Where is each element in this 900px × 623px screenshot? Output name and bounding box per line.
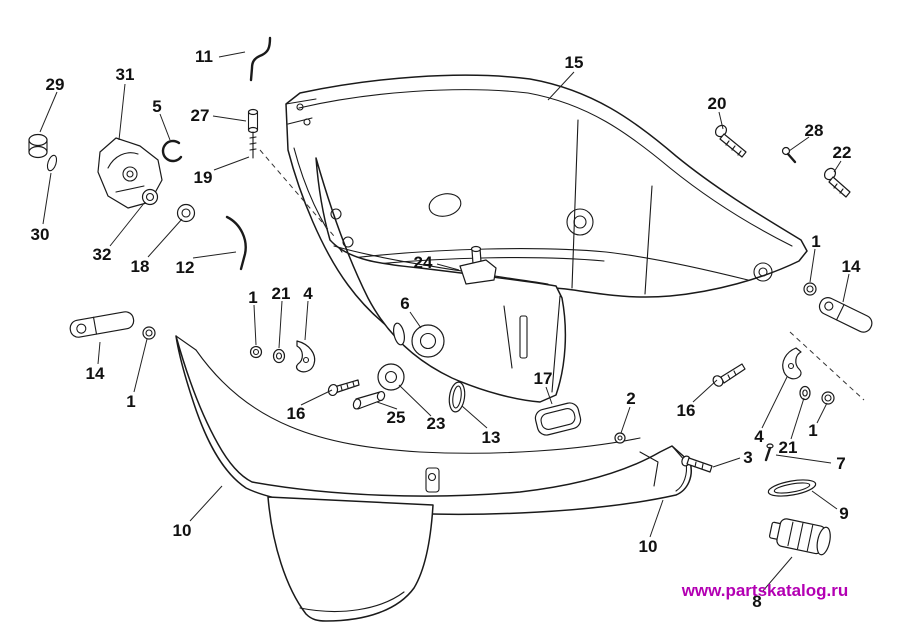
part-lower-fin [267,496,434,622]
callout-label: 3 [743,448,752,467]
callout-label: 25 [387,408,406,427]
callout-label: 10 [173,521,192,540]
part-14-handle-right [818,297,873,333]
callout-label: 30 [31,225,50,244]
part-23-washer [377,363,405,391]
part-1-nut-c [821,391,835,405]
part-4-clip-a [295,340,316,373]
callout-label: 1 [126,392,135,411]
part-20-screw [714,124,747,158]
part-1-nut-a [249,345,263,359]
part-inner-cover-half [315,157,567,403]
callout-label: 29 [46,75,65,94]
callout-label: 28 [805,121,824,140]
part-16-screw-b [712,363,746,387]
part-8-connector [768,518,831,556]
part-30-seal [46,154,58,172]
part-4-clip-b [782,347,802,380]
callout-label: 13 [482,428,501,447]
part-1-nut-d [142,326,156,340]
part-3-screw [681,455,713,473]
callout-label: 32 [93,245,112,264]
callout-label: 18 [131,257,150,276]
callout-label: 23 [427,414,446,433]
part-11-link-rod [249,36,272,82]
callout-label: 14 [842,257,861,276]
callout-label: 11 [195,47,213,66]
part-10-lower-cover [175,335,692,515]
callout-label: 31 [116,65,135,84]
callout-label: 16 [287,404,306,423]
part-24-block [459,245,497,285]
part-16-screw-a [327,379,360,397]
callout-label: 20 [708,94,727,113]
callout-label: 4 [303,284,313,303]
part-22-screw [823,167,851,198]
part-12-link-rod [225,215,247,271]
callout-label: 12 [176,258,195,277]
callout-label: 2 [626,389,635,408]
part-27-pin [247,108,259,159]
part-32-grommet [141,188,159,206]
callout-label: 16 [677,401,696,420]
callout-label: 10 [639,537,658,556]
part-13-seal-ring [448,381,466,413]
callout-label: 1 [248,288,257,307]
part-18-bushing [176,203,196,223]
callout-label: 17 [534,369,553,388]
callout-leader-lines [39,51,850,593]
part-5-retaining-ring [161,139,183,163]
callout-label: 6 [400,294,409,313]
callout-labels: 29 31 5 27 11 19 15 20 28 22 30 32 18 12… [31,47,861,611]
callout-label: 5 [152,97,161,116]
part-14-handle-left [69,311,135,338]
part-25-fitting [352,390,386,410]
callout-label: 1 [808,421,817,440]
callout-label: 19 [194,168,213,187]
callout-label: 7 [836,454,845,473]
callout-label: 14 [86,364,105,383]
callout-label: 15 [565,53,584,72]
alignment-dashed-line-right [789,331,865,401]
callout-label: 9 [839,504,848,523]
part-29-nut [28,133,48,159]
callout-label: 22 [833,143,852,162]
callout-label: 27 [191,106,210,125]
callout-label: 21 [272,284,291,303]
part-6-grommet [393,322,445,358]
callout-label: 24 [414,253,433,272]
callout-label: 8 [752,592,761,611]
part-2-washer [614,432,626,444]
callout-label: 4 [754,427,764,446]
part-21-washer-b [799,385,811,401]
part-28-screw [781,146,797,164]
part-1-nut-b [803,282,817,296]
part-9-seal [767,479,817,497]
alignment-dashed-line-left [259,149,335,237]
part-7-pin [764,443,774,462]
callout-label: 1 [811,232,820,251]
part-17-pad [534,402,582,436]
callout-label: 21 [779,438,798,457]
watermark-text: www.partskatalog.ru [681,581,849,600]
part-21-washer-a [272,348,286,364]
